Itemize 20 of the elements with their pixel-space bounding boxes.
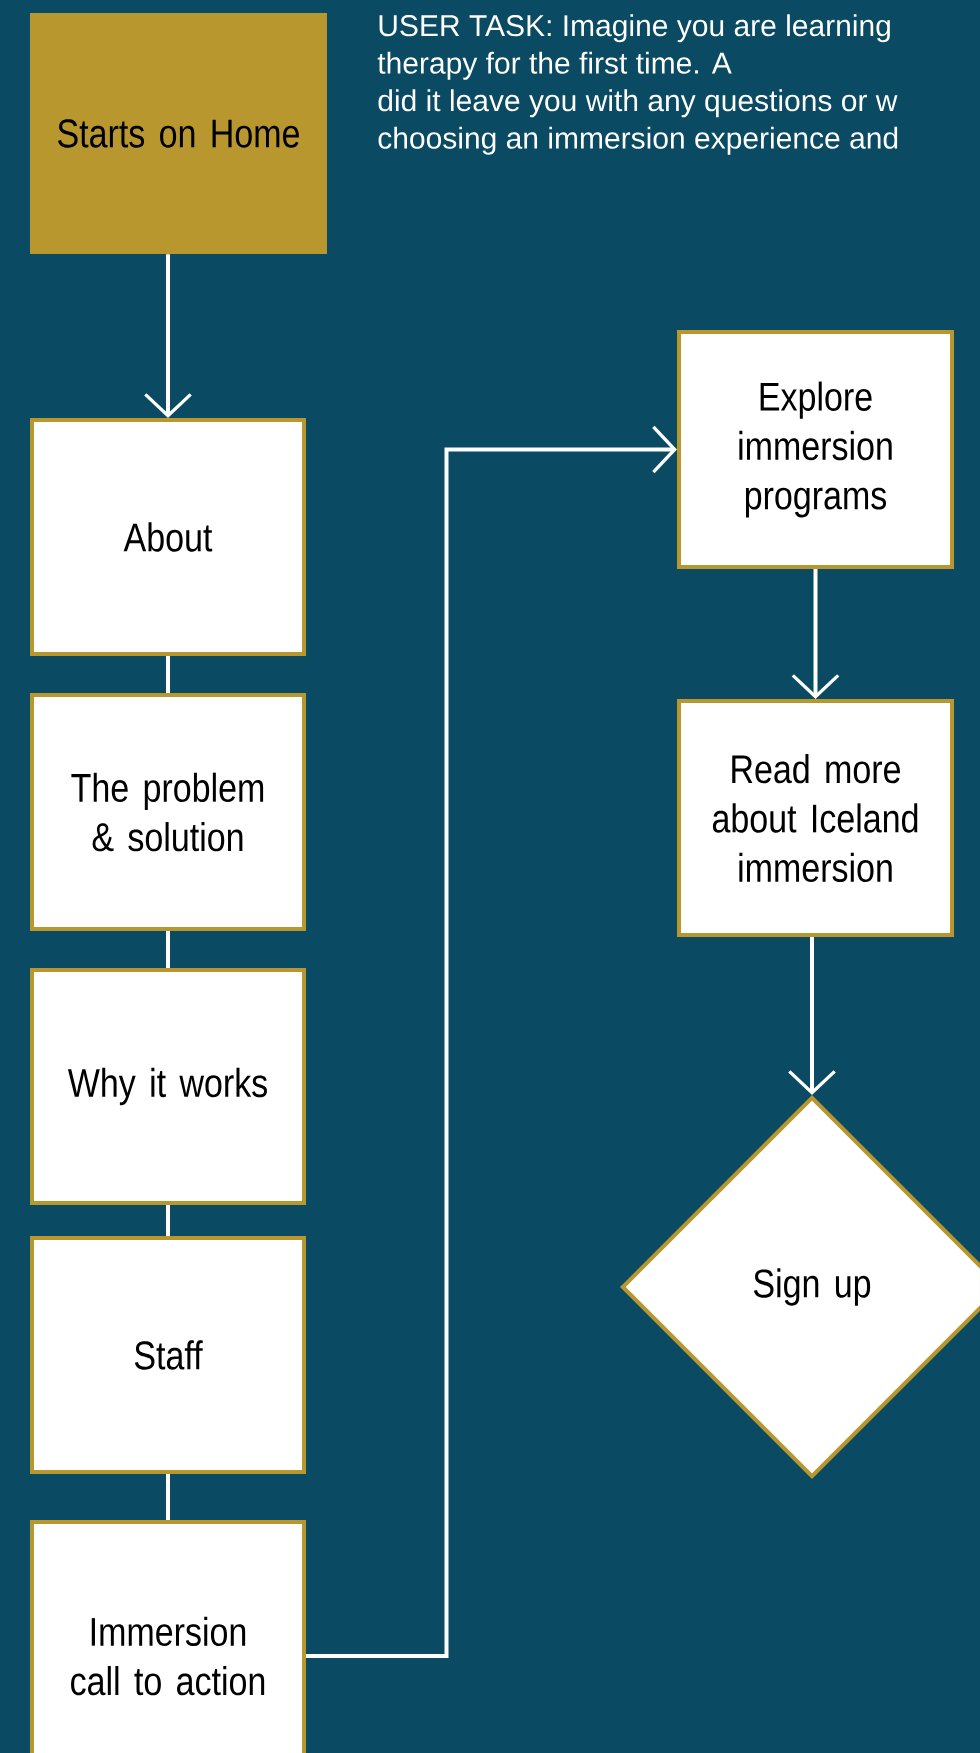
arrow bbox=[144, 254, 192, 418]
process-box: Explore immersion programs bbox=[677, 330, 954, 569]
task-text-line: USER TASK: Imagine you are learning bbox=[379, 14, 890, 43]
process-box: About bbox=[30, 418, 306, 656]
process-box: Immersion call to action bbox=[30, 1520, 306, 1753]
task-text-line: did it leave you with any questions or w bbox=[378, 89, 898, 118]
process-box: The problem & solution bbox=[30, 693, 306, 931]
connector-line bbox=[166, 1474, 170, 1520]
arrow bbox=[791, 569, 840, 699]
arrow bbox=[788, 937, 836, 1095]
connector-line bbox=[166, 1205, 170, 1236]
start-box: Starts on Home bbox=[30, 13, 327, 254]
connector-line bbox=[166, 656, 170, 693]
task-text-line: choosing an immersion experience and bbox=[378, 126, 898, 155]
process-box: Staff bbox=[30, 1236, 306, 1474]
connector-line bbox=[166, 931, 170, 968]
elbow-arrow bbox=[306, 425, 677, 1658]
task-text-line: therapy for the first time. A bbox=[377, 51, 732, 80]
process-box: Why it works bbox=[30, 968, 306, 1205]
process-box: Read more about Iceland immersion bbox=[677, 699, 954, 937]
